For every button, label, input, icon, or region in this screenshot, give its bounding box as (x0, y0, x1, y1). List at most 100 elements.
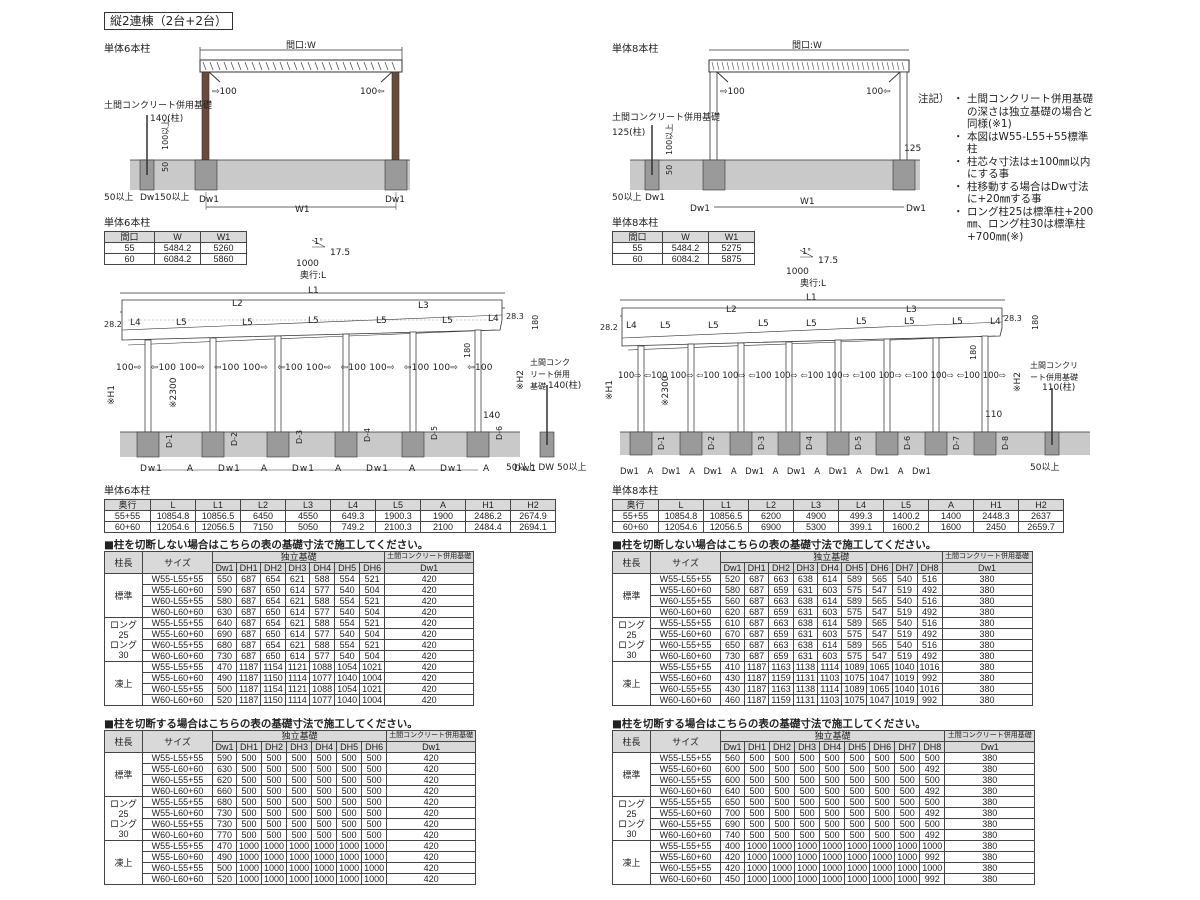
table-cell: ロング25 ロング30 (612, 796, 651, 841)
table-header-cell: 独立基礎 (719, 730, 946, 742)
right-concrete2: 土間コンクリート併用基礎 (1030, 361, 1078, 382)
table-cell: 12056.5 (703, 521, 749, 533)
left-w1: W1 (295, 205, 310, 215)
table-header-cell: DH4 (817, 562, 843, 574)
table-cell: 700 (720, 807, 745, 819)
table-header-cell: 奥行 (612, 499, 659, 511)
table-header-cell: Dw1 (941, 562, 1033, 574)
table-cell: 420 (720, 851, 745, 863)
left-L1: L1 (308, 286, 319, 296)
left-d282: 28.2 (104, 320, 122, 329)
table-cell: 500 (869, 785, 896, 797)
table-cell: 1400.2 (883, 510, 929, 522)
table-cell: 凍上 (612, 661, 651, 706)
table-cell: 2450 (973, 521, 1019, 533)
table-header-cell: H2 (1018, 499, 1064, 511)
table-cell: 1150 (260, 694, 286, 706)
page-title: 縦2連棟（2台+2台） (104, 12, 233, 30)
table-cell: 614 (284, 628, 311, 640)
table-cell: 575 (841, 628, 868, 640)
table-cell: 650 (720, 639, 745, 651)
table-header-cell: 土間コンクリート併用基礎 (944, 730, 1036, 742)
table-cell: 1000 (894, 840, 921, 852)
table-cell: 620 (720, 606, 745, 618)
table-header-cell: DH3 (792, 562, 819, 574)
table-cell: 560 (720, 752, 745, 764)
table-cell: 380 (944, 752, 1036, 764)
right-L5c: L5 (758, 319, 769, 329)
table-cell: 500 (794, 829, 821, 841)
table-cell: 1000 (844, 873, 871, 885)
table-header-cell: A (928, 499, 974, 511)
table-cell: W55-L60+60 (650, 763, 721, 775)
right-L5a: L5 (660, 321, 671, 331)
table-cell: 492 (919, 807, 946, 819)
table-cell: 520 (720, 573, 745, 585)
left-L5c: L5 (308, 316, 319, 326)
table-cell: 6200 (748, 510, 794, 522)
table-cell: 500 (743, 774, 771, 786)
left-sec-label-bot: 単体6本柱 (104, 486, 151, 497)
right-dim110b: 110(柱) (1042, 383, 1076, 393)
table-header-cell: サイズ (650, 730, 721, 753)
table-cell: 547 (866, 606, 893, 618)
table-cell: 凍上 (104, 661, 143, 706)
table-cell: 749.2 (330, 521, 376, 533)
table-cell: 380 (944, 796, 1036, 808)
table-cell: 589 (841, 639, 868, 651)
table-cell: 1159 (768, 672, 794, 684)
table-cell: 500 (844, 807, 871, 819)
right-dim125: 125(柱) (612, 128, 646, 138)
table-cell: 500 (769, 818, 796, 830)
table-cell: W60-L55+55 (650, 683, 721, 695)
right-L5e: L5 (856, 317, 867, 327)
left-t2-title: ■柱を切断する場合はこちらの表の基礎寸法で施工してください。 (104, 718, 418, 730)
table-header-cell: L3 (793, 499, 839, 511)
table-cell: 1019 (891, 694, 918, 706)
table-cell: 1065 (866, 661, 893, 673)
table-cell: 500 (869, 763, 896, 775)
table-cell: 600 (720, 774, 745, 786)
table-cell: 500 (743, 796, 771, 808)
table-cell: 1000 (819, 862, 846, 874)
table-cell: 500 (919, 774, 946, 786)
table-header-cell: L (658, 499, 704, 511)
table-cell: 500 (894, 774, 921, 786)
table-cell: 492 (916, 606, 943, 618)
table-cell: 1000 (336, 873, 363, 885)
table-cell: 500 (769, 807, 796, 819)
table-cell: W55-L55+55 (650, 752, 721, 764)
table-cell: 380 (944, 807, 1036, 819)
table-cell: 516 (916, 639, 943, 651)
table-cell: 516 (916, 617, 943, 629)
table-cell: 614 (817, 639, 843, 651)
table-cell: 1000 (869, 840, 896, 852)
table-cell: 500 (769, 752, 796, 764)
left-A-row: Dw1 A Dw1 A Dw1 A Dw1 A Dw1 A Dw1 (140, 464, 538, 474)
notes-list: 土間コンクリート併用基礎の深さは独立基礎の場合と同様(※1) 本図はW55-L5… (953, 93, 1096, 243)
table-cell: 638 (792, 595, 819, 607)
table-cell: 580 (720, 584, 745, 596)
table-cell: 380 (944, 829, 1036, 841)
right-L5d: L5 (806, 319, 817, 329)
right-t2-title: ■柱を切断する場合はこちらの表の基礎寸法で施工してください。 (612, 718, 926, 730)
table-cell: 1047 (866, 694, 893, 706)
right-h1: ※H1 (605, 379, 615, 400)
table-cell: 500 (743, 807, 771, 819)
right-dw1-b: Dw1 (906, 204, 927, 214)
table-cell: 60+60 (612, 521, 659, 533)
table-header-cell: 柱長 (612, 730, 651, 753)
table-cell: 1000 (844, 851, 871, 863)
